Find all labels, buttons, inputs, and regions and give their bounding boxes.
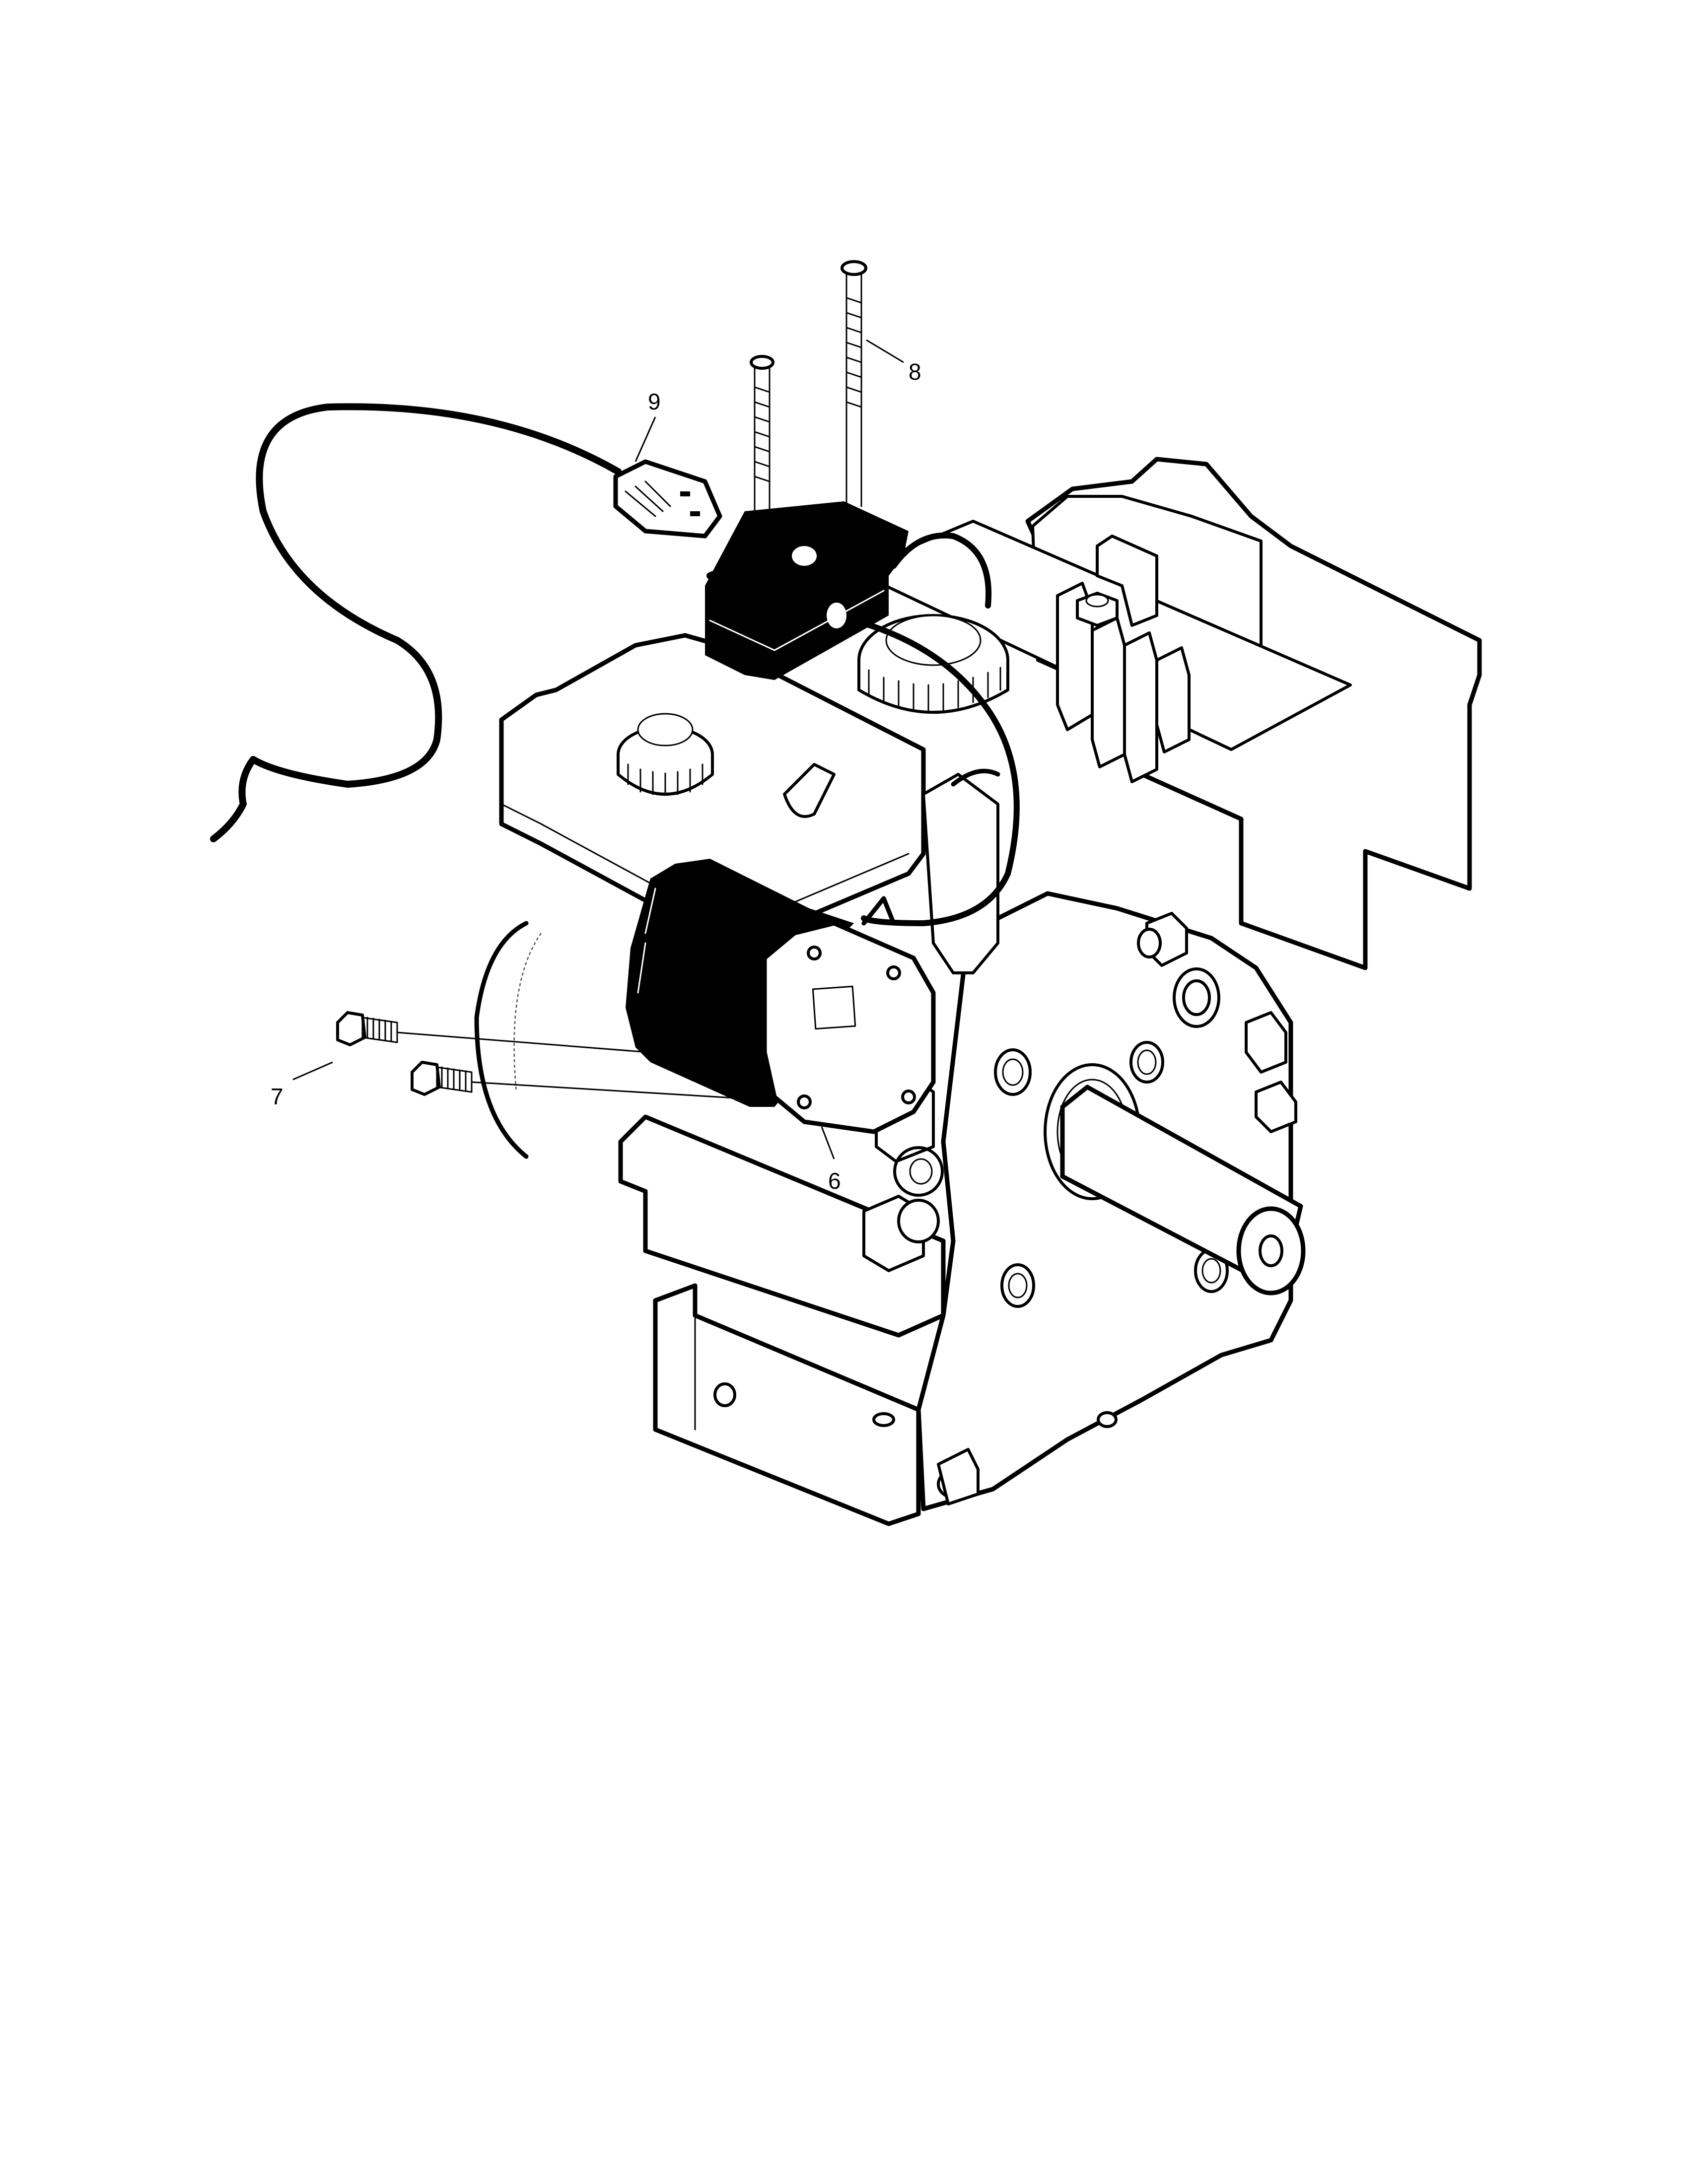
- output-shaft: [1044, 1063, 1306, 1296]
- starter-bolts: [336, 1011, 761, 1100]
- leader-8: [866, 339, 904, 363]
- engine-assembly: [474, 457, 1482, 1526]
- fuel-cap: [617, 713, 714, 796]
- hex-bolt: [1076, 592, 1119, 627]
- cooling-fins: [1056, 582, 1191, 783]
- spark-plug-boot: [922, 768, 1000, 974]
- flywheel-edge: [474, 921, 529, 1159]
- exhaust-bracket: [1096, 535, 1158, 627]
- leader-6: [821, 1126, 835, 1160]
- starter-wire: [851, 532, 1020, 926]
- starter-switch-box: [705, 501, 909, 680]
- callout-9: 9: [648, 389, 661, 414]
- switch-box-screws: [750, 260, 867, 612]
- leader-9: [634, 416, 656, 462]
- callout-8: 8: [909, 359, 921, 385]
- screw-short: [750, 355, 774, 612]
- starter-end-cap-label-plate: [812, 985, 856, 1030]
- starter-bolt-upper: [336, 1011, 681, 1056]
- crankcase: [618, 1114, 946, 1338]
- housing-bolts: [937, 928, 1162, 1505]
- callout-labels: 6 7 8 9: [271, 359, 921, 1194]
- leader-7: [292, 1061, 333, 1081]
- electric-starter-motor: [626, 859, 936, 1134]
- leader-lines: [292, 339, 904, 1160]
- engine-base: [653, 1283, 921, 1526]
- gear-case-cover: [916, 891, 1293, 1511]
- callout-6: 6: [828, 1168, 841, 1194]
- power-cord: [210, 403, 738, 842]
- screw-long: [841, 260, 867, 507]
- starter-bolt-lower: [411, 1061, 761, 1100]
- power-cord-plug: [613, 459, 722, 539]
- callout-7: 7: [271, 1084, 283, 1109]
